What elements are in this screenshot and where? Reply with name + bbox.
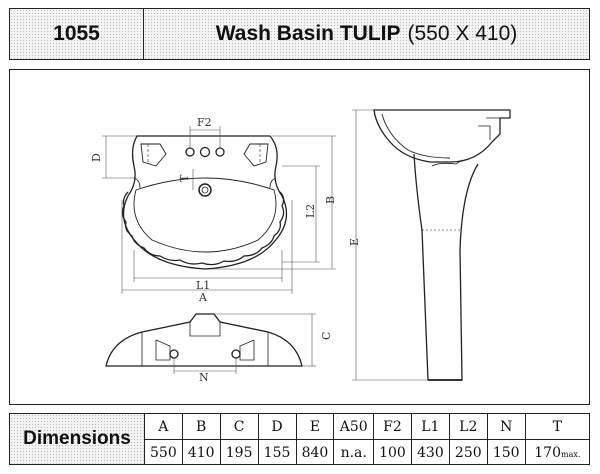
basin-drawing-svg: F2 D T L2 B L1 A E C N [90, 109, 511, 384]
dimension-key-A50: A50 [333, 414, 374, 440]
dimension-value-text: 840 [301, 444, 329, 461]
dimension-key-T: T [524, 414, 589, 440]
label-A: A [198, 291, 208, 304]
pedestal [413, 153, 479, 381]
label-T: T [178, 174, 191, 182]
dimension-key-L2: L2 [448, 414, 488, 440]
label-N: N [199, 371, 209, 384]
label-L1: L1 [196, 279, 210, 292]
label-B: B [324, 196, 337, 204]
basin-bowl-scalloped [121, 191, 285, 266]
dimension-value-text: 195 [225, 444, 253, 461]
top-view-dimension-lines [102, 126, 336, 294]
dimension-value-text: 100 [379, 444, 406, 461]
tap-deck-right [243, 143, 269, 167]
product-code: 1055 [10, 9, 144, 59]
fixing-hole-left [169, 349, 179, 359]
dimension-key-N: N [486, 414, 526, 440]
label-C: C [320, 332, 333, 340]
label-F2: F2 [197, 116, 212, 129]
tap-hole-center [199, 146, 211, 158]
dimension-value-suffix: max. [560, 449, 581, 459]
tap-hole-left [185, 147, 195, 157]
basin-bowl-inner [133, 177, 277, 253]
dimension-value-A50: n.a. [333, 439, 374, 465]
front-view [105, 313, 303, 367]
product-title: Wash Basin TULIP (550 X 410) [144, 9, 589, 59]
dimension-value-T: 170max. [524, 439, 589, 465]
dimension-value-D: 155 [257, 439, 296, 465]
dimension-value-text: 155 [263, 444, 291, 461]
dimension-key-B: B [181, 414, 221, 440]
label-D: D [90, 153, 103, 162]
dimension-key-D: D [257, 414, 296, 440]
dimension-value-F2: 100 [372, 439, 412, 465]
dimension-value-B: 410 [181, 439, 221, 465]
dimensions-label: Dimensions [10, 414, 145, 464]
fixing-hole-right [231, 349, 241, 359]
dimension-key-C: C [219, 414, 259, 440]
dimension-value-text: n.a. [340, 444, 367, 461]
label-L2: L2 [304, 204, 317, 218]
side-view [373, 109, 511, 381]
dimension-value-text: 250 [454, 444, 482, 461]
product-name: Wash Basin TULIP [215, 22, 401, 45]
dimension-key-L1: L1 [410, 414, 450, 440]
dimension-value-text: 410 [187, 444, 215, 461]
tap-hole-right [215, 147, 225, 157]
basin-front-outline [105, 313, 303, 367]
dimension-value-C: 195 [219, 439, 259, 465]
label-E: E [348, 238, 361, 246]
basin-side-profile [373, 109, 511, 163]
overflow-hole [198, 183, 212, 197]
title-block: 1055 Wash Basin TULIP (550 X 410) [9, 8, 590, 60]
dimension-value-N: 150 [486, 439, 526, 465]
technical-drawing: F2 D T L2 B L1 A E C N [9, 69, 590, 405]
front-view-dimension-lines [173, 313, 316, 374]
tap-deck-left [140, 143, 167, 167]
dimension-value-text: 170 [534, 444, 561, 461]
dimension-value-A: 550 [145, 440, 182, 466]
dimension-value-text: 150 [492, 444, 520, 461]
side-view-dimension-lines [352, 109, 428, 381]
dimension-value-text: 550 [150, 444, 177, 461]
dimension-key-F2: F2 [372, 414, 412, 440]
basin-top-outline [122, 135, 288, 270]
dimension-value-L1: 430 [410, 439, 450, 465]
dimension-key-A: A [145, 414, 183, 440]
product-size: (550 X 410) [407, 22, 518, 45]
dimension-value-L2: 250 [448, 439, 488, 465]
top-view [121, 135, 288, 270]
dimension-value-E: 840 [295, 439, 334, 465]
dimension-value-text: 430 [417, 444, 444, 461]
dimension-key-E: E [295, 414, 334, 440]
